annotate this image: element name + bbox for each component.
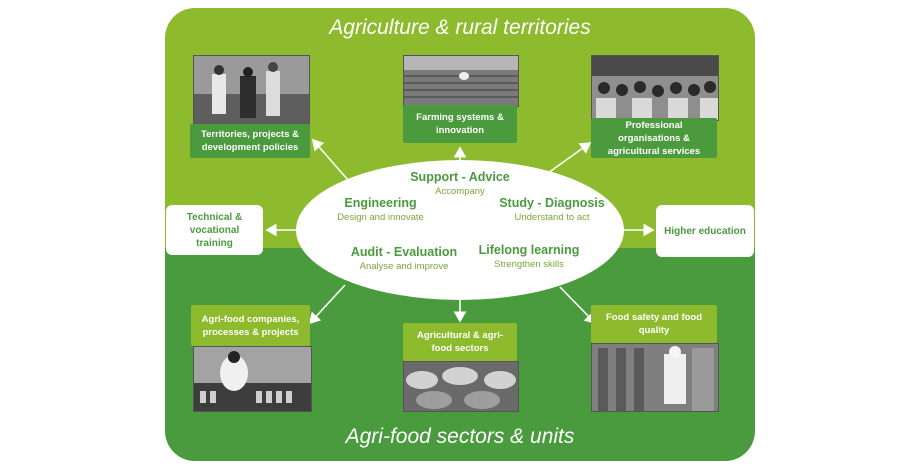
activity-title: Audit - Evaluation (350, 245, 458, 259)
activity-lifelong-learning: Lifelong learning Strengthen skills (474, 243, 584, 270)
activity-subtitle: Design and innovate (337, 212, 424, 223)
activities-ellipse (296, 160, 624, 300)
arrow-agrifood-companies (308, 284, 346, 325)
photo-agrifood-companies (193, 346, 312, 412)
activity-subtitle: Analyse and improve (359, 261, 449, 272)
arrow-professional (547, 142, 592, 174)
arrow-territories (311, 138, 349, 181)
activity-title: Study - Diagnosis (499, 196, 605, 210)
photo-professional (591, 55, 719, 121)
card-agrifood-companies: Agri-food companies, processes & project… (191, 305, 310, 346)
photo-territories (193, 55, 310, 127)
activity-title: Support - Advice (410, 170, 510, 184)
activity-title: Lifelong learning (478, 243, 580, 257)
card-professional: Professional organisations & agricultura… (591, 118, 717, 158)
bottom-section-title: Agri-food sectors & units (345, 425, 575, 448)
card-agri-sectors: Agricultural & agri-food sectors (403, 323, 517, 361)
photo-agri-sectors (403, 361, 519, 412)
activity-engineering: Engineering Design and innovate (328, 196, 433, 223)
card-territories: Territories, projects & development poli… (190, 124, 310, 158)
activity-audit-evaluation: Audit - Evaluation Analyse and improve (345, 245, 463, 272)
arrow-food-safety (559, 286, 597, 325)
card-technical-training: Technical & vocational training (166, 205, 263, 255)
activity-study-diagnosis: Study - Diagnosis Understand to act (497, 196, 607, 223)
card-food-safety: Food safety and food quality (591, 305, 717, 343)
activity-support-advice: Support - Advice Accompany (400, 170, 520, 197)
card-farming: Farming systems & innovation (403, 105, 517, 143)
photo-farming (403, 55, 519, 107)
top-section-title: Agriculture & rural territories (329, 16, 591, 39)
photo-food-safety (591, 343, 719, 412)
activity-subtitle: Accompany (435, 186, 485, 197)
card-higher-education: Higher education (656, 205, 754, 257)
activity-subtitle: Strengthen skills (494, 259, 564, 270)
activity-subtitle: Understand to act (514, 212, 590, 223)
activity-title: Engineering (344, 196, 417, 210)
